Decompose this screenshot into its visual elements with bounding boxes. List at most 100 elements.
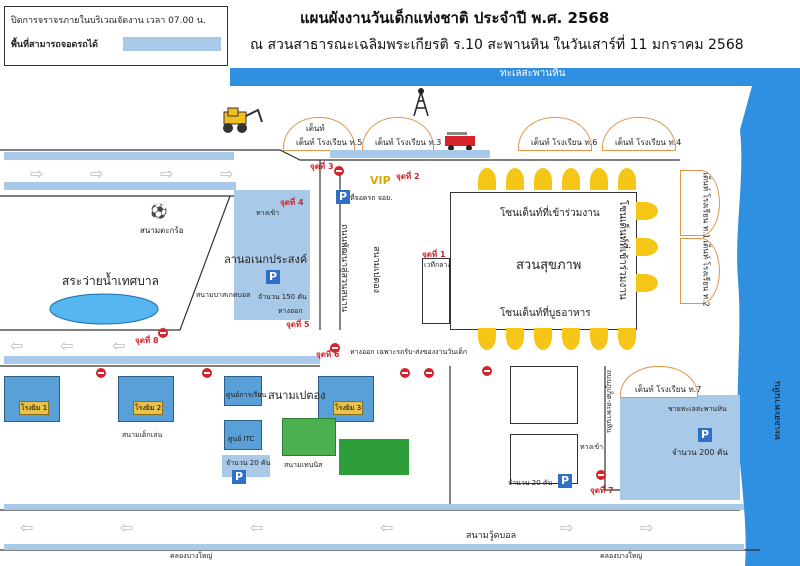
direction-arrow: ⇨ [160, 164, 174, 183]
pool-shape [49, 293, 159, 325]
parking-icon: P [266, 270, 280, 284]
zone-right-label: โซนเต็นท์ที่เข้าร่วมงาน [617, 200, 628, 300]
tent-school-1: เต็นท์ โรงเรียน ท.1 [680, 170, 720, 239]
direction-arrow: ⇦ [120, 518, 134, 537]
stop-sign [424, 368, 434, 378]
gym-label: โรงยิม 1 [19, 401, 49, 415]
health-park-area [450, 192, 637, 330]
takraw-player-icon: ⚽ [150, 204, 168, 220]
point-7: จุดที่ 7 [590, 486, 614, 495]
gym-3: โรงยิม 3 [318, 376, 374, 422]
stairs-area [510, 366, 578, 424]
plaza-entry: ทางเข้า [256, 209, 280, 217]
gym-label: โรงยิม 2 [133, 401, 163, 415]
canal-left-label: คลองบางใหญ่ [170, 552, 213, 560]
count200-label: จำนวน 200 คัน [672, 448, 728, 457]
gym-1: โรงยิม 1 [4, 376, 60, 422]
parking-strip [4, 544, 744, 550]
vip-parking-icon: P [336, 190, 350, 204]
tent-label: เต็นท์ โรงเรียน ท.3 [375, 138, 442, 147]
stop-sign [482, 366, 492, 376]
itc-label: ศูนย์ ITC [228, 435, 255, 443]
direction-arrow: ⇦ [380, 518, 394, 537]
plaza-label: ลานอเนกประสงค์ [224, 253, 308, 266]
stop-sign [400, 368, 410, 378]
woodball-label: สนามวู้ดบอล [466, 531, 517, 541]
takraw-label: สนามตะกร้อ [140, 226, 184, 235]
stop-sign [596, 470, 606, 480]
vip-label: VIP [370, 174, 391, 187]
parking-icon: P [558, 474, 572, 488]
stop-sign [158, 328, 168, 338]
basketball-label: สนามบาสเกตบอล [196, 291, 251, 299]
point-5: จุดที่ 5 [286, 320, 310, 329]
point-1: จุดที่ 1 [422, 250, 446, 259]
parking-strip [330, 150, 490, 158]
kids-play-label: สนามเด็กเล่น [122, 431, 163, 439]
booth [562, 168, 580, 190]
booth [506, 168, 524, 190]
booth [534, 168, 552, 190]
direction-arrow: ⇨ [640, 518, 654, 537]
coast-label: ชายทะเลสะพานหิน [668, 405, 727, 413]
point-8: จุดที่ 8 [135, 336, 159, 345]
itc-center [224, 420, 262, 450]
tent-label: เต็นท์ โรงเรียน ท.6 [531, 138, 598, 147]
booth [590, 168, 608, 190]
football-field [338, 438, 410, 476]
entrance-label: ทางเข้า [580, 443, 604, 451]
plaza-parking [234, 190, 310, 320]
parking-icon: P [232, 470, 246, 484]
stage [422, 258, 450, 324]
petanque-strip-label: สนามเปตอง [371, 246, 381, 294]
traffic-closure-note: ปิดการจราจรภายในบริเวณจัดงาน เวลา 07.00 … [11, 16, 206, 26]
booth [478, 168, 496, 190]
parking-icon: P [698, 428, 712, 442]
point-4: จุดที่ 4 [280, 198, 304, 207]
road-vertical-label: ถนนพัฒนาสู่สวนสนาน [339, 224, 349, 313]
direction-arrow: ⇨ [90, 164, 104, 183]
bulldozer-icon [223, 107, 263, 133]
parking-strip [4, 152, 234, 160]
canal-right-label: คลองบางใหญ่ [600, 552, 643, 560]
vip-parking-label: ที่จอดรถ จอย. [350, 194, 393, 202]
tent-school-2: เต็นท์ โรงเรียน ท.2 [680, 238, 720, 307]
direction-arrow: ⇦ [250, 518, 264, 537]
zone-food: โซนเต็นท์ที่บูธอาหาร [500, 308, 591, 319]
direction-arrow: ⇨ [220, 164, 234, 183]
health-park-label: สวนสุขภาพ [516, 258, 582, 273]
zone-activities: โซนเต็นท์ที่เข้าร่วมงาน [500, 208, 600, 219]
tent-label: เต็นท์ โรงเรียน ท.4 [615, 138, 682, 147]
direction-arrow: ⇦ [60, 336, 74, 355]
tent-label: เต็นท์ โรงเรียน ท.5 [296, 138, 363, 147]
count20b-label: จำนวน 20 คัน [508, 479, 553, 487]
fire-truck-icon [445, 132, 475, 151]
learning-center [224, 376, 262, 406]
tennis-label: สนามเทนนิส [284, 461, 323, 469]
parking-strip [4, 504, 744, 510]
stop-sign [96, 368, 106, 378]
direction-arrow: ⇦ [20, 518, 34, 537]
tennis-court [282, 418, 336, 456]
legend-box: ปิดการจราจรภายในบริเวณจัดงาน เวลา 07.00 … [4, 6, 228, 66]
direction-arrow: ⇦ [112, 336, 126, 355]
gym-label: โรงยิม 3 [333, 401, 363, 415]
map-title: แผนผังงานวันเด็กแห่งชาติ ประจำปี พ.ศ. 25… [300, 9, 610, 27]
stage-label: เวทีกลาง [424, 261, 451, 269]
map-subtitle: ณ สวนสาธารณะเฉลิมพระเกียรติ ร.10 สะพานหิ… [250, 37, 744, 53]
gym-2: โรงยิม 2 [118, 376, 174, 422]
parking-legend-label: พื้นที่สามารถจอดรถได้ [11, 40, 99, 50]
sea-label: ทะเลสะพานหิน [500, 68, 566, 79]
radio-tower-icon [413, 88, 429, 116]
direction-arrow: ⇨ [560, 518, 574, 537]
tent-label: เต็นท์ โรงเรียน ท.7 [635, 385, 702, 394]
parking-strip [4, 182, 236, 190]
pool-label: สระว่ายน้ำเทศบาล [62, 274, 160, 288]
stop-sign [330, 343, 340, 353]
petanque-label: สนามเปตอง [268, 389, 326, 402]
plaza-exit: ทางออก [278, 307, 303, 315]
shrine-area [510, 434, 578, 484]
point-6: จุดที่ 6 [316, 350, 340, 359]
